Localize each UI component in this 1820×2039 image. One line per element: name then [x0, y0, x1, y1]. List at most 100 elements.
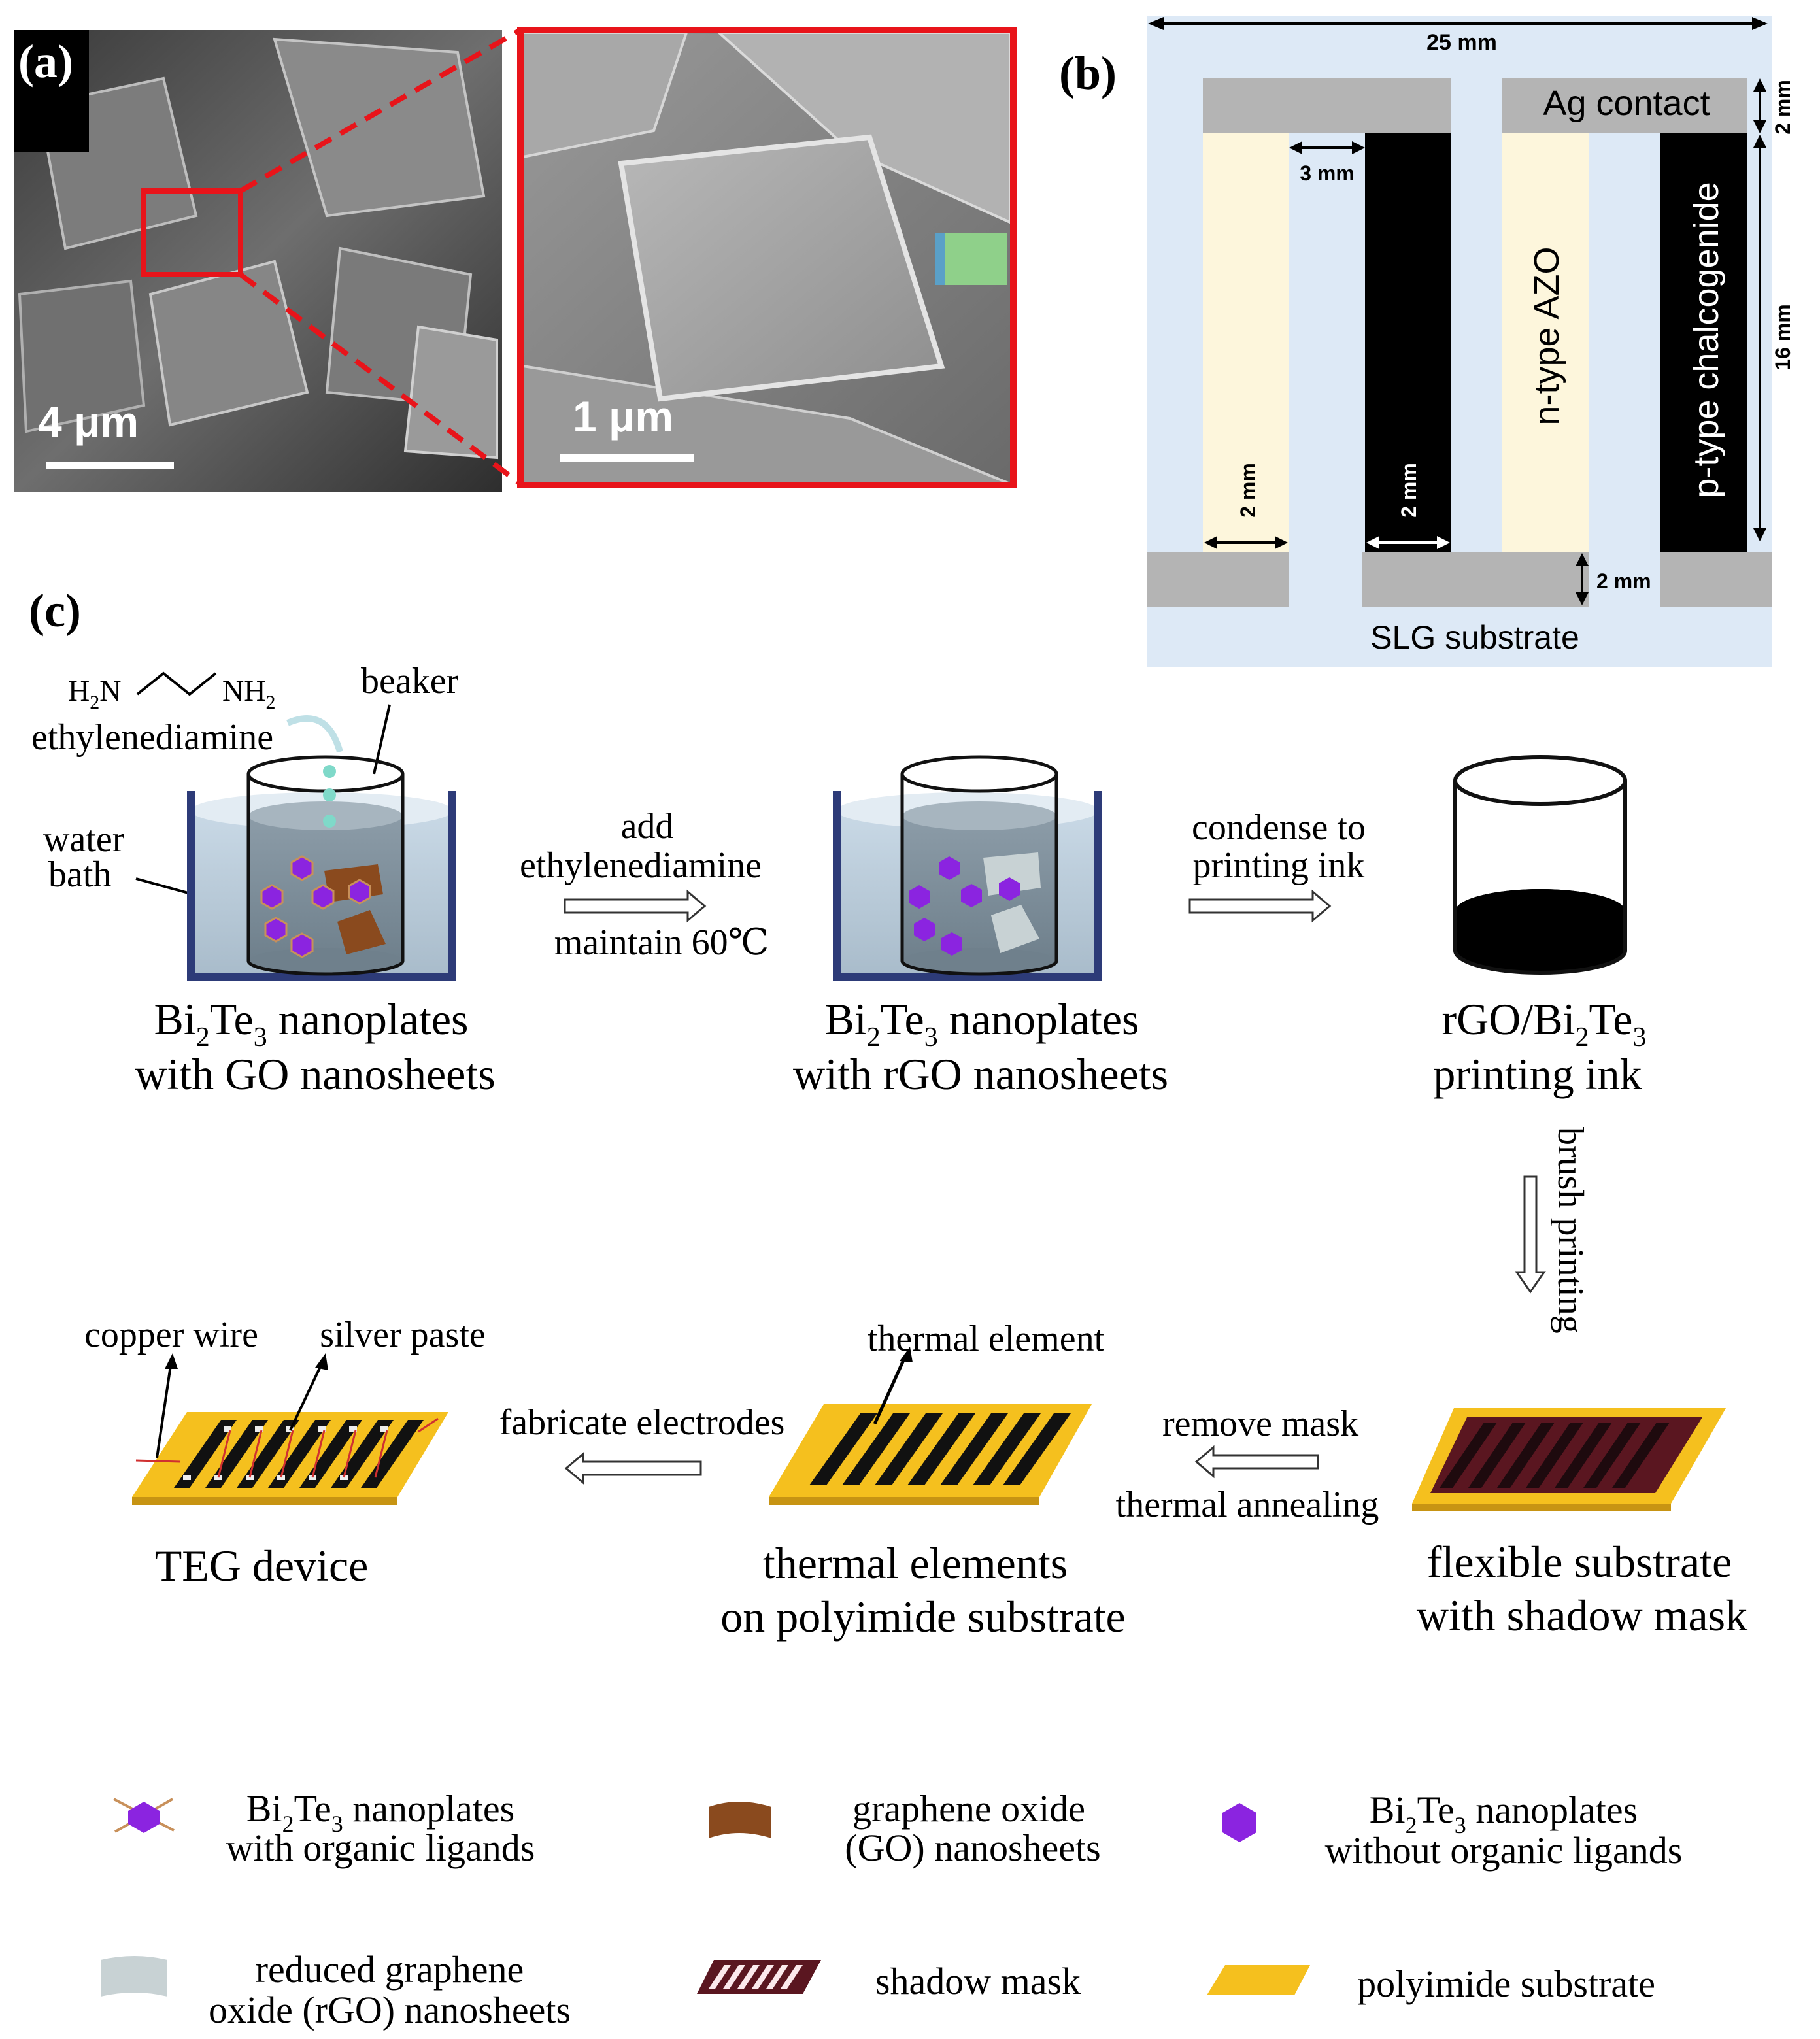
legend-item1-line2: with organic ligands [226, 1827, 535, 1869]
step1-beaker [187, 715, 456, 981]
n-leg-2 [1502, 133, 1589, 552]
legend-ligand-hexagon-icon [113, 1798, 175, 1833]
arrow3 [1515, 1175, 1546, 1294]
beaker-rim [900, 755, 1058, 793]
water-bath-container [833, 791, 1102, 981]
height-dim-label: 16 mm [1771, 304, 1795, 370]
arrow3-label: brush printing [1550, 1127, 1591, 1334]
pointer-head [315, 1353, 328, 1370]
silver-paste-label: silver paste [320, 1315, 485, 1355]
ag-contact-top-left [1203, 78, 1451, 133]
step6-teg-device [132, 1412, 448, 1505]
sem-edge-artifact [935, 233, 1007, 285]
leg-width-dim-label-2: 2 mm [1397, 463, 1421, 518]
scale-bar-right [560, 454, 694, 462]
pointer-head [165, 1353, 178, 1369]
arrow1 [564, 889, 707, 923]
sem-letter-box [14, 30, 89, 152]
dim-arrow [1352, 141, 1365, 154]
zoom-line-top [239, 27, 522, 194]
step4-substrate-with-mask [1412, 1408, 1726, 1511]
substrate-label: SLG substrate [1370, 619, 1579, 656]
thermal-element-pointer [873, 1353, 908, 1425]
dim-arrow [1753, 120, 1766, 133]
legend-rgo-icon [101, 1956, 167, 1997]
step2-caption-2: with rGO nanosheets [793, 1049, 1168, 1099]
legend-item3-line2: without organic ligands [1325, 1829, 1683, 1872]
panel-b-label: (b) [1059, 47, 1117, 99]
n-leg-1 [1203, 133, 1289, 552]
sem-plate [18, 279, 146, 433]
legend-item5: shadow mask [875, 1960, 1081, 2002]
step6-caption: TEG device [155, 1541, 369, 1591]
dim-arrow [1275, 536, 1288, 549]
polyimide-edge [132, 1497, 397, 1505]
p-leg-1 [1365, 133, 1451, 552]
step3-ink-beaker [1453, 755, 1627, 975]
scale-label-left: 4 μm [38, 397, 139, 446]
width-dim-arrow-right [1752, 17, 1768, 30]
ag-contact-top-right [1502, 78, 1747, 133]
legend-item2-line2: (GO) nanosheets [845, 1827, 1100, 1869]
dim-arrow [1753, 78, 1766, 92]
ethylenediamine-formula-right: NH2 [222, 674, 275, 713]
zoom-region-box [141, 188, 243, 277]
beaker-rim [1453, 755, 1627, 806]
step4-caption-2: with shadow mask [1417, 1591, 1747, 1640]
silver-paste-pointer [289, 1360, 324, 1431]
dropping-bubble [323, 788, 336, 801]
dim-arrow [1576, 592, 1589, 605]
top-contact-dim-label: 2 mm [1771, 80, 1795, 135]
step5-caption-2: on polyimide substrate [720, 1592, 1125, 1642]
thermal-element-label: thermal element [868, 1319, 1105, 1359]
water-bath-label-1: water [43, 819, 125, 860]
water-bath-pointer [135, 877, 189, 894]
sem-zoom-main-plate [618, 134, 945, 402]
p-leg-label: p-type chalcogenide [1687, 182, 1726, 497]
step3-caption-2: printing ink [1433, 1049, 1642, 1099]
gap-dim-label: 3 mm [1300, 161, 1355, 185]
drop-pipe [286, 715, 343, 753]
beaker-liquid-top [902, 801, 1056, 830]
dropping-bubble [323, 765, 336, 778]
panel-a: (a) 4 μm 1 μm [14, 27, 1017, 492]
ethylene-chain [136, 671, 217, 696]
step5-thermal-elements [769, 1404, 1092, 1505]
beaker-glass [900, 774, 1058, 976]
ethylenediamine-label: ethylenediamine [31, 717, 273, 758]
legend-item4-line1: reduced graphene [256, 1948, 524, 1991]
dim-arrow [1289, 141, 1302, 154]
n-leg-label: n-type AZO [1527, 246, 1566, 425]
beaker-label: beaker [361, 661, 459, 701]
water-bath-label-2: bath [48, 854, 111, 895]
arrow1-top-line2: ethylenediamine [520, 845, 762, 886]
sem-edge-artifact [935, 233, 945, 285]
step2-beaker [833, 755, 1102, 981]
dim-arrow [1576, 553, 1589, 566]
pointer-head [900, 1347, 913, 1362]
scale-bar-left [46, 462, 174, 469]
thermal-legs [809, 1413, 1071, 1485]
legend-go-icon [709, 1802, 771, 1838]
arrow2 [1188, 889, 1332, 923]
beaker-glass [246, 774, 405, 976]
legend-item2-line1: graphene oxide [852, 1787, 1085, 1830]
leg-width-dim-label-1: 2 mm [1236, 463, 1260, 518]
dim-arrow [1204, 536, 1217, 549]
arrow4-bottom: thermal annealing [1116, 1485, 1379, 1525]
scale-label-right: 1 μm [573, 392, 673, 441]
arrow5 [564, 1451, 702, 1485]
rgo-sheet [983, 852, 1041, 896]
arrow2-top-line1: condense to [1192, 807, 1366, 848]
beaker-liquid-bottom [902, 948, 1056, 974]
dropping-bubble [323, 815, 336, 828]
panel-b: (b) 25 mm Ag contact n-type AZO p-type c… [1059, 16, 1795, 667]
dim-arrow [1437, 536, 1450, 549]
bottom-contact-dim-label: 2 mm [1596, 569, 1651, 593]
ag-contact-bottom-left [1147, 552, 1289, 607]
ink-top [1455, 889, 1625, 934]
legend-item4-line2: oxide (rGO) nanosheets [209, 1989, 571, 2031]
step1-caption-1: Bi2Te3 nanoplates [154, 994, 468, 1053]
legend-item3-line1: Bi2Te3 nanoplates [1370, 1789, 1638, 1838]
polyimide-edge [1412, 1504, 1671, 1511]
